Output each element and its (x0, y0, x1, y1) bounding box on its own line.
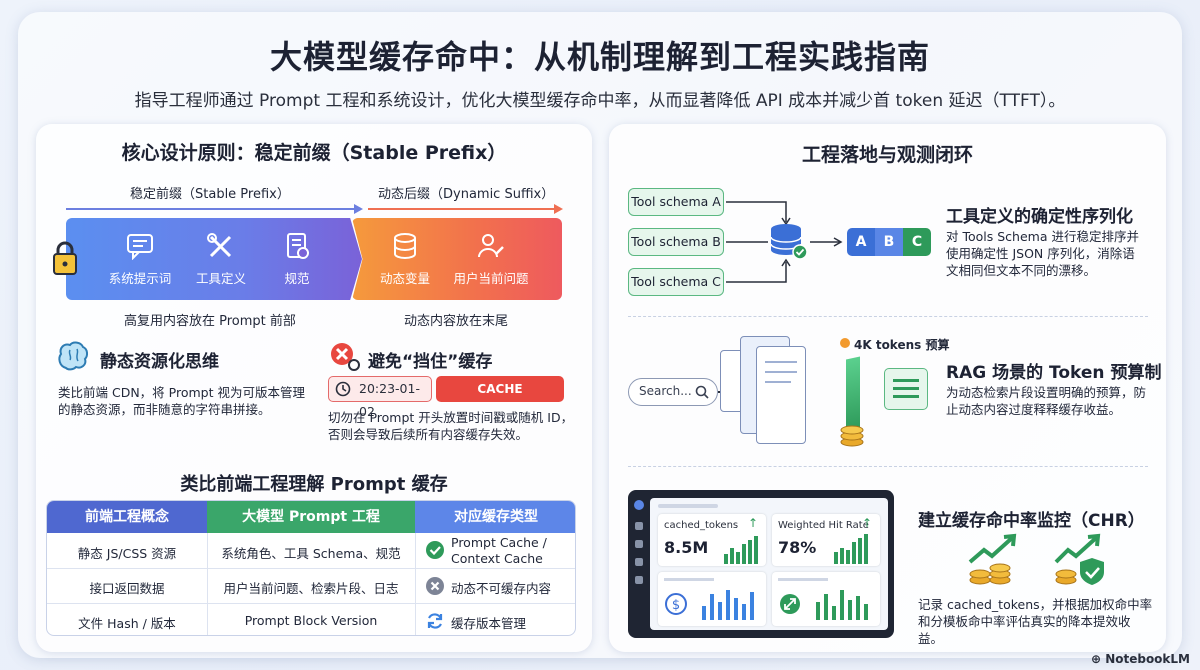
growth-coins-icon (968, 533, 1017, 585)
system-prompt-item: 系统提示词 (104, 232, 176, 287)
budget-tag: 4K tokens 预算 (854, 338, 950, 352)
dynamic-arrow (368, 208, 554, 210)
table-header-llm: 大模型 Prompt 工程 (207, 501, 415, 533)
database-icon (394, 233, 416, 259)
table-row: 文件 Hash / 版本 (78, 616, 176, 631)
table-row: 动态不可缓存内容 (451, 581, 552, 596)
spec-item: 规范 (272, 232, 322, 287)
database-check-icon (770, 224, 808, 260)
cached-tokens-card: cached_tokens 8.5M ↑ (658, 514, 766, 566)
cost-chart-card: $ (658, 572, 766, 626)
dynamic-variable-item: 动态变量 (374, 232, 436, 287)
avoid-title: 避免“挡住”缓存 (368, 352, 493, 372)
serialized-block-a: A (847, 228, 875, 256)
serialization-title: 工具定义的确定性序列化 (946, 207, 1133, 227)
table-row: Prompt Block Version (244, 613, 378, 628)
stable-arrow-head (354, 204, 363, 214)
brain-icon (58, 341, 89, 371)
page-subtitle: 指导工程师通过 Prompt 工程和系统设计，优化大模型缓存命中率，从而显著降低… (134, 91, 1066, 111)
notebooklm-brand: ⊕ NotebookLM (1090, 652, 1190, 666)
tool-schema-c: Tool schema C (628, 268, 724, 296)
dynamic-arrow-head (554, 204, 563, 214)
stable-prefix-bar (66, 218, 362, 300)
search-icon (695, 385, 709, 399)
table-row: 接口返回数据 (89, 581, 165, 596)
latency-chart-card (772, 572, 880, 626)
static-desc: 类比前端 CDN，将 Prompt 视为可版本管理的静态资源，而非随意的字符串拼… (58, 385, 305, 417)
table-header-cache: 对应缓存类型 (415, 501, 575, 533)
stable-arrow (66, 208, 354, 210)
coins-icon (840, 425, 864, 447)
chr-title: 建立缓存命中率监控（CHR） (918, 511, 1145, 531)
dynamic-suffix-bar (352, 218, 562, 300)
table-row: 缓存版本管理 (451, 616, 527, 631)
serialized-block-c: C (903, 228, 931, 256)
svg-text:$: $ (672, 598, 680, 613)
notebooklm-logo-icon: ⊕ (1090, 652, 1101, 666)
tool-definition-item: 工具定义 (188, 232, 254, 287)
expand-arrows-icon (780, 594, 800, 614)
search-input[interactable]: Search... (628, 378, 718, 406)
chat-icon (127, 234, 153, 261)
tool-schema-b: Tool schema B (628, 228, 724, 256)
table-row: Prompt Cache / Context Cache (451, 535, 547, 566)
clock-icon (335, 381, 351, 397)
stable-caption: 高复用内容放在 Prompt 前部 (124, 314, 296, 329)
timestamp-badge: 20:23-01-02 (328, 376, 432, 419)
tools-icon (207, 233, 232, 258)
weighted-hit-rate-card: Weighted Hit Rate 78% ↑ (772, 514, 880, 566)
check-icon (426, 541, 444, 559)
refresh-icon (427, 613, 443, 629)
user-question-item: 用户当前问题 (450, 232, 532, 287)
document-stack-front (756, 346, 806, 444)
compact-context-block (884, 368, 928, 410)
lock-icon (53, 241, 77, 275)
table-row: 用户当前问题、检索片段、日志 (223, 581, 399, 596)
stable-prefix-label: 稳定前缀（Stable Prefix） (130, 187, 290, 202)
rag-title: RAG 场景的 Token 预算制 (946, 363, 1162, 383)
trend-up-icon: ↑ (861, 516, 872, 530)
avoid-desc: 切勿在 Prompt 开头放置时间戳或随机 ID，否则会导致后续所有内容缓存失效… (328, 410, 574, 442)
rag-desc: 为动态检索片段设置明确的预算，防止动态内容过度释释缓存收益。 (946, 385, 1147, 417)
monitoring-dashboard: cached_tokens 8.5M ↑ Weighted Hit Rate 7… (628, 490, 894, 638)
serialization-desc: 对 Tools Schema 进行稳定排序并使用确定性 JSON 序列化，消除语… (946, 229, 1139, 278)
analogy-title: 类比前端工程理解 Prompt 缓存 (180, 474, 448, 495)
chr-desc: 记录 cached_tokens，并根据加权命中率和分模板命中率评估真实的降本提… (918, 597, 1153, 646)
growth-shield-icon (1054, 533, 1104, 585)
tool-schema-a: Tool schema A (628, 188, 724, 216)
table-row: 系统角色、工具 Schema、规范 (221, 546, 401, 561)
dynamic-suffix-label: 动态后缀（Dynamic Suffix） (378, 187, 555, 202)
trend-up-icon: ↑ (747, 516, 758, 530)
document-check-icon (287, 233, 309, 259)
x-circle-icon (426, 577, 444, 595)
budget-dot (840, 338, 850, 348)
error-icon (331, 343, 360, 371)
right-title: 工程落地与观测闭环 (801, 144, 973, 166)
cache-invalidated-badge: CACHE INVALIDATED (436, 376, 564, 422)
analogy-table: 前端工程概念 大模型 Prompt 工程 对应缓存类型 静态 JS/CSS 资源… (46, 500, 576, 636)
page-title: 大模型缓存命中：从机制理解到工程实践指南 (269, 38, 930, 76)
serialized-block-b: B (875, 228, 903, 256)
static-title: 静态资源化思维 (100, 352, 219, 372)
dollar-down-icon: $ (665, 593, 687, 615)
user-edit-icon (478, 234, 504, 258)
dynamic-caption: 动态内容放在末尾 (404, 314, 509, 329)
table-header-frontend: 前端工程概念 (47, 501, 207, 533)
table-row: 静态 JS/CSS 资源 (77, 546, 177, 561)
principle-title: 核心设计原则：稳定前缀（Stable Prefix） (121, 142, 507, 164)
